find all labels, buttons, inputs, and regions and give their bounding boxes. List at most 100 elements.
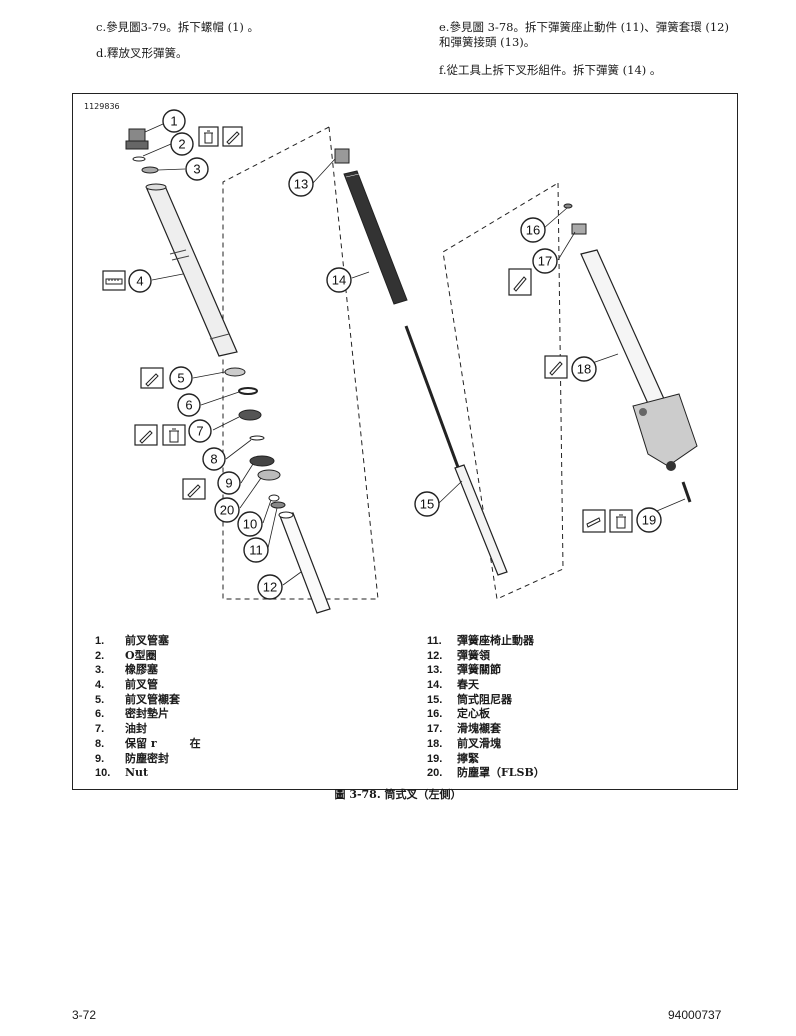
legend-row: 12.彈簧領 (427, 648, 490, 662)
trash-icon (162, 424, 186, 446)
part-spring-collar (278, 511, 331, 614)
part-dust-boot (257, 469, 281, 481)
legend-row: 2.O型圈 (95, 648, 157, 662)
tool-icon (508, 268, 532, 296)
legend-row: 5.前叉管襯套 (95, 692, 180, 706)
svg-text:14: 14 (332, 273, 346, 288)
svg-text:19: 19 (642, 513, 656, 528)
legend-row: 13.彈簧關節 (427, 663, 501, 677)
callout-2: 2 (170, 132, 194, 156)
part-cartridge-damper (404, 325, 508, 576)
legend-row: 18.前叉滑塊 (427, 736, 501, 750)
svg-text:7: 7 (196, 424, 203, 439)
legend-left: 1.前叉管塞 2.O型圈 3.橡膠塞 4.前叉管 5.前叉管襯套 6.密封墊片 … (95, 634, 201, 781)
legend-row: 15.筒式阻尼器 (427, 692, 512, 706)
svg-text:10: 10 (243, 517, 257, 532)
callout-7: 7 (188, 419, 212, 443)
svg-text:5: 5 (177, 371, 184, 386)
callout-8: 8 (202, 447, 226, 471)
figure-caption: 圖 3-78. 筒式叉（左側） (334, 788, 462, 801)
svg-text:11: 11 (249, 543, 263, 558)
instruction-c: c.參見圖3-79。拆下螺帽 (1) 。 (96, 20, 260, 34)
callout-12: 12 (257, 574, 283, 600)
part-nut (268, 494, 280, 502)
group-outline-spring (222, 126, 379, 600)
callout-20: 20 (214, 497, 240, 523)
svg-text:12: 12 (263, 580, 277, 595)
callout-17: 17 (532, 248, 558, 274)
group-outline-slider (442, 182, 564, 600)
part-rubber-plug (141, 166, 159, 174)
part-seal-washer (238, 387, 258, 395)
tool-icon (140, 367, 164, 389)
svg-text:1: 1 (170, 114, 177, 129)
legend-right: 11.彈簧座椅止動器 12.彈簧領 13.彈簧關節 14.春天 15.筒式阻尼器… (427, 634, 545, 781)
legend-row: 17.滑塊襯套 (427, 722, 501, 736)
part-fork-tube (145, 183, 238, 357)
svg-text:3: 3 (193, 162, 200, 177)
callout-16: 16 (520, 217, 546, 243)
callout-14: 14 (326, 267, 352, 293)
tool-icon (544, 355, 568, 379)
callout-9: 9 (217, 471, 241, 495)
figure-frame: 1129836 (72, 93, 738, 790)
page-number: 3-72 (72, 1008, 97, 1022)
part-fork-tube-plug (125, 128, 149, 150)
fork-diagram: 1 2 3 4 5 6 7 8 9 20 10 11 12 13 14 15 1… (102, 109, 698, 614)
part-spring-joint (334, 148, 350, 164)
callout-19: 19 (636, 507, 662, 533)
callout-11: 11 (243, 537, 269, 563)
part-screw (681, 481, 692, 503)
legend-row: 9.防塵密封 (95, 751, 169, 765)
svg-text:17: 17 (538, 254, 552, 269)
part-dust-seal (249, 455, 275, 467)
svg-text:8: 8 (210, 452, 217, 467)
legend-row: 16.定心板 (427, 707, 490, 721)
part-slider-bushing (571, 223, 587, 235)
callout-15: 15 (414, 491, 440, 517)
svg-text:18: 18 (577, 362, 591, 377)
tool-icon (182, 478, 206, 500)
callout-6: 6 (177, 393, 201, 417)
svg-text:9: 9 (225, 476, 232, 491)
tool-icon (222, 126, 243, 147)
part-centering-plate (563, 203, 573, 209)
svg-text:16: 16 (526, 223, 540, 238)
part-spring-seat-stop (270, 501, 286, 509)
legend-row: 11.彈簧座椅止動器 (427, 634, 534, 647)
instruction-d: d.釋放叉形彈簧。 (96, 46, 188, 60)
legend-row: 20.防塵罩（FLSB） (427, 766, 545, 780)
legend-row: 19.擰緊 (427, 751, 479, 765)
tool-icon (134, 424, 158, 446)
callout-3: 3 (185, 157, 209, 181)
legend-row: 4.前叉管 (95, 678, 158, 692)
instruction-e: e.參見圖 3-78。拆下彈簧座止動件 (11)、彈簧套環 (12) 和彈簧接頭… (439, 20, 729, 49)
part-spring (343, 170, 408, 305)
callout-4: 4 (128, 269, 152, 293)
legend-row: 10.Nut (95, 766, 149, 780)
legend-row: 1.前叉管塞 (95, 634, 169, 647)
callout-13: 13 (288, 171, 314, 197)
legend-row: 3.橡膠塞 (95, 663, 158, 677)
svg-text:2: 2 (178, 137, 185, 152)
tool-icon (582, 509, 606, 533)
callout-10: 10 (237, 511, 263, 537)
part-o-ring (132, 156, 146, 162)
svg-text:4: 4 (136, 274, 143, 289)
callout-18: 18 (571, 356, 597, 382)
legend-row: 6.密封墊片 (95, 707, 169, 721)
instruction-f: f.從工具上拆下叉形組件。拆下彈簧 (14) 。 (439, 63, 662, 77)
figure-id: 1129836 (84, 102, 120, 111)
legend-row: 14.春天 (427, 678, 479, 692)
svg-text:20: 20 (220, 503, 234, 518)
callout-1: 1 (162, 109, 186, 133)
trash-icon (198, 126, 219, 147)
part-retaining-ring (249, 435, 265, 441)
svg-text:15: 15 (420, 497, 434, 512)
part-fork-tube-bushing (224, 367, 246, 377)
part-fork-slider (580, 249, 698, 471)
svg-text:13: 13 (294, 177, 308, 192)
measure-icon (102, 270, 126, 291)
doc-number: 94000737 (668, 1008, 722, 1022)
legend-row: 8.保留 r 在 (95, 736, 201, 750)
